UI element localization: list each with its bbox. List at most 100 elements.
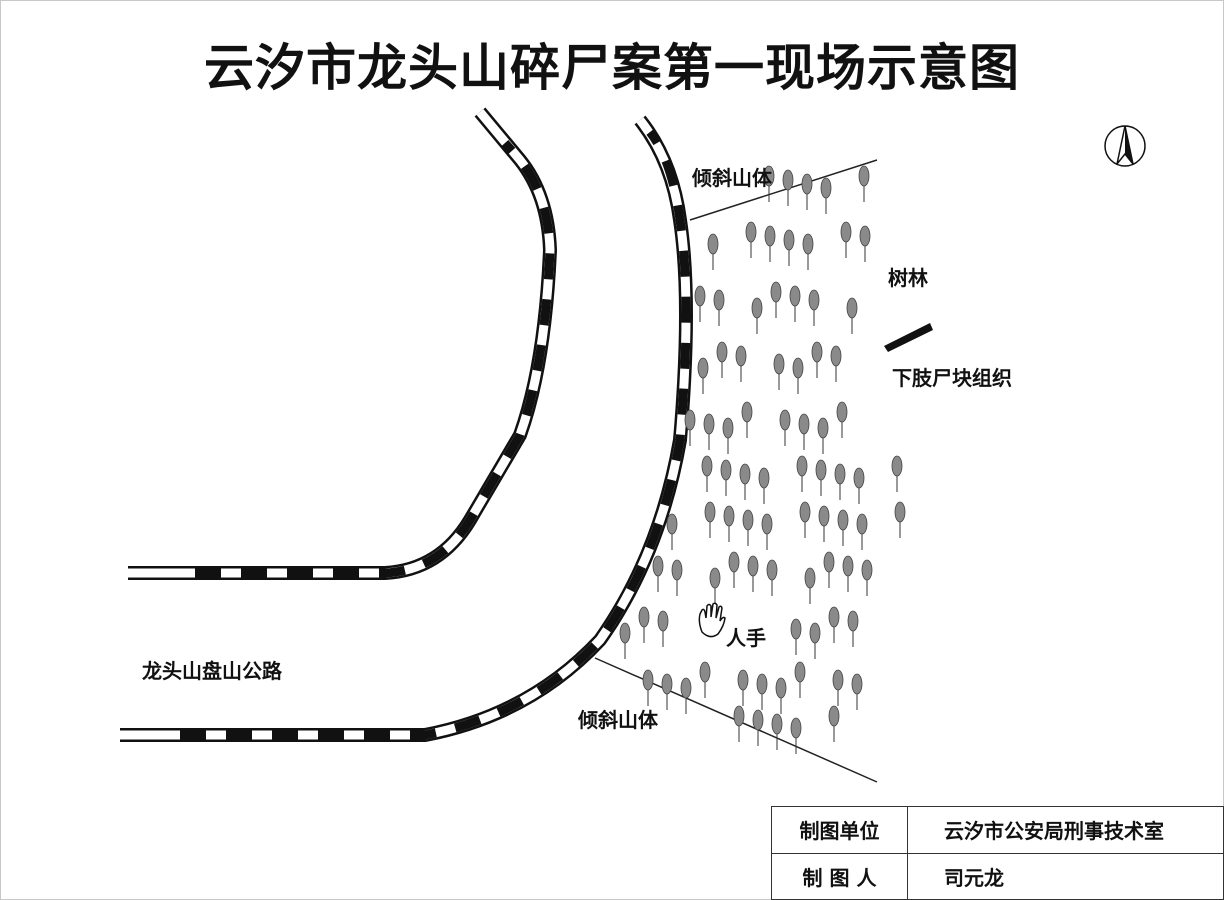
tree-icon (733, 705, 745, 742)
label-forest: 树林 (888, 266, 928, 290)
tree-icon (808, 289, 820, 326)
tree-icon (642, 669, 654, 706)
tree-icon (832, 669, 844, 706)
hand-icon (698, 602, 726, 638)
tree-icon (751, 297, 763, 334)
tree-icon (701, 455, 713, 492)
tree-icon (638, 606, 650, 643)
tree-icon (859, 225, 871, 262)
tree-icon (720, 459, 732, 496)
tree-icon (684, 409, 696, 446)
tree-icon (842, 555, 854, 592)
tree-icon (846, 297, 858, 334)
tree-icon (891, 455, 903, 492)
tree-icon (756, 673, 768, 710)
road-upper (128, 107, 558, 580)
info-value: 司元龙 (907, 852, 1224, 900)
tree-icon (766, 559, 778, 596)
tree-icon (828, 606, 840, 643)
north-arrow-icon (1104, 125, 1146, 167)
tree-icon (847, 610, 859, 647)
tree-icon (817, 417, 829, 454)
tree-icon (703, 413, 715, 450)
tree-icon (761, 513, 773, 550)
tree-icon (723, 505, 735, 542)
tree-icon (737, 669, 749, 706)
tree-icon (657, 610, 669, 647)
tree-icon (709, 567, 721, 604)
road-upper-dashes (195, 140, 555, 578)
tree-icon (790, 618, 802, 655)
tree-icon (752, 709, 764, 746)
tree-icon (763, 165, 775, 202)
tree-icon (856, 513, 868, 550)
label-limb: 下肢尸块组织 (892, 366, 1012, 390)
tree-icon (802, 233, 814, 270)
tree-icon (815, 459, 827, 496)
tree-icon (820, 177, 832, 214)
tree-icon (661, 673, 673, 710)
tree-icon (739, 463, 751, 500)
tree-icon (853, 467, 865, 504)
tree-icon (799, 501, 811, 538)
tree-icon (790, 717, 802, 754)
tree-icon (619, 622, 631, 659)
tree-icon (794, 661, 806, 698)
tree-icon (741, 401, 753, 438)
tree-icon (722, 417, 734, 454)
tree-icon (894, 501, 906, 538)
label-hand: 人手 (726, 626, 766, 650)
tree-icon (809, 622, 821, 659)
tree-icon (704, 501, 716, 538)
tree-icon (818, 505, 830, 542)
road-lower-inner (120, 117, 691, 740)
tree-icon (745, 221, 757, 258)
limb-icon (884, 323, 933, 352)
tree-icon (713, 289, 725, 326)
label-road: 龙头山盘山公路 (142, 659, 282, 683)
tree-icon (775, 677, 787, 714)
tree-icon (796, 455, 808, 492)
tree-icon (861, 559, 873, 596)
info-key: 制图单位 (771, 806, 908, 854)
tree-icon (798, 413, 810, 450)
tree-icon (694, 285, 706, 322)
tree-icon (782, 169, 794, 206)
tree-icon (783, 229, 795, 266)
tree-icon (666, 513, 678, 550)
tree-icon (699, 661, 711, 698)
diagram-title: 云汐市龙头山碎尸案第一现场示意图 (204, 38, 1020, 97)
info-table: 制图单位 云汐市公安局刑事技术室 制 图 人 司元龙 (771, 806, 1224, 900)
tree-icon (858, 165, 870, 202)
tree-icon (747, 555, 759, 592)
info-value: 云汐市公安局刑事技术室 (907, 806, 1224, 854)
tree-icon (671, 559, 683, 596)
label-slope-bottom: 倾斜山体 (578, 708, 658, 732)
tree-icon (707, 233, 719, 270)
tree-icon (773, 353, 785, 390)
slope-line-top (689, 159, 878, 221)
tree-icon (830, 345, 842, 382)
tree-icon (804, 567, 816, 604)
tree-icon (652, 555, 664, 592)
tree-icon (764, 225, 776, 262)
tree-icon (697, 357, 709, 394)
tree-icon (792, 357, 804, 394)
tree-icon (770, 281, 782, 318)
tree-icon (758, 467, 770, 504)
tree-icon (834, 463, 846, 500)
tree-icon (771, 713, 783, 750)
tree-icon (840, 221, 852, 258)
info-row: 制图单位 云汐市公安局刑事技术室 (771, 806, 1224, 854)
tree-icon (735, 345, 747, 382)
label-slope-top: 倾斜山体 (692, 166, 772, 190)
tree-icon (728, 551, 740, 588)
tree-icon (779, 409, 791, 446)
tree-icon (836, 401, 848, 438)
tree-icon (801, 173, 813, 210)
tree-icon (789, 285, 801, 322)
tree-icon (828, 705, 840, 742)
road-lower-dashes (180, 129, 691, 740)
tree-icon (811, 341, 823, 378)
